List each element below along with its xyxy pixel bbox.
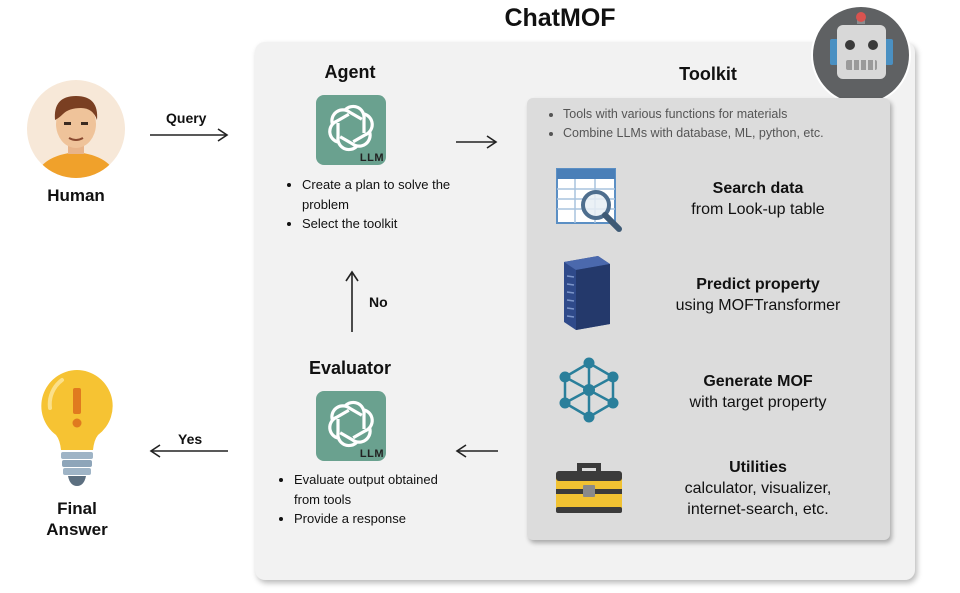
agent-to-toolkit-arrow — [455, 134, 499, 155]
no-label: No — [369, 294, 388, 310]
evaluator-llm-tag: LLM — [359, 448, 384, 460]
tool-generate-mof: Generate MOF with target property — [655, 371, 861, 413]
agent-llm-logo: LLM — [316, 95, 386, 165]
agent-heading: Agent — [324, 62, 376, 82]
final-label-line1: Final — [57, 499, 97, 518]
evaluator-llm-logo: LLM — [316, 391, 386, 461]
yes-label: Yes — [178, 431, 203, 447]
tool-utilities-desc-1: calculator, visualizer, — [684, 480, 832, 497]
human-label: Human — [47, 186, 105, 205]
light-bulb-icon — [38, 368, 116, 490]
toolbox-icon — [553, 459, 625, 517]
tool-predict-property: Predict property using MOFTransformer — [655, 274, 861, 316]
tool-predict-property-desc: using MOFTransformer — [675, 297, 841, 314]
query-arrow — [148, 127, 230, 148]
query-label: Query — [166, 110, 207, 126]
agent-bullet-2: Select the toolkit — [302, 214, 452, 234]
no-arrow — [344, 270, 360, 339]
openai-logo-icon — [328, 104, 374, 152]
robot-icon — [810, 4, 913, 107]
tool-search-data-title: Search data — [712, 180, 804, 197]
tool-search-data: Search data from Look-up table — [655, 178, 861, 220]
final-label-line2: Answer — [46, 520, 108, 539]
table-search-icon — [555, 167, 625, 233]
openai-logo-icon — [328, 400, 374, 448]
final-answer-label: Final Answer — [27, 498, 127, 540]
tool-utilities: Utilities calculator, visualizer, intern… — [655, 457, 861, 520]
evaluator-bullet-2: Provide a response — [294, 509, 454, 529]
toolkit-note-2: Combine LLMs with database, ML, python, … — [563, 124, 893, 143]
tool-generate-mof-desc: with target property — [689, 394, 827, 411]
molecule-network-icon — [557, 357, 621, 423]
tool-predict-property-title: Predict property — [696, 276, 820, 293]
toolkit-notes: Tools with various functions for materia… — [547, 105, 893, 143]
diagram-title: ChatMOF — [504, 4, 616, 32]
tool-utilities-title: Utilities — [729, 459, 787, 476]
toolkit-to-evaluator-arrow — [455, 443, 499, 464]
agent-llm-tag: LLM — [359, 152, 384, 164]
evaluator-bullet-1: Evaluate output obtained from tools — [294, 470, 454, 509]
toolkit-note-1: Tools with various functions for materia… — [563, 105, 893, 124]
tool-utilities-desc-2: internet-search, etc. — [687, 501, 829, 518]
evaluator-heading: Evaluator — [308, 358, 392, 378]
yes-arrow — [148, 443, 230, 464]
agent-bullet-1: Create a plan to solve the problem — [302, 175, 452, 214]
tool-generate-mof-title: Generate MOF — [703, 373, 813, 390]
server-icon — [558, 254, 616, 332]
agent-bullets: Create a plan to solve the problem Selec… — [284, 175, 452, 234]
toolkit-heading: Toolkit — [679, 64, 737, 84]
human-avatar — [25, 78, 127, 180]
evaluator-bullets: Evaluate output obtained from tools Prov… — [276, 470, 454, 529]
tool-search-data-desc: from Look-up table — [691, 201, 825, 218]
